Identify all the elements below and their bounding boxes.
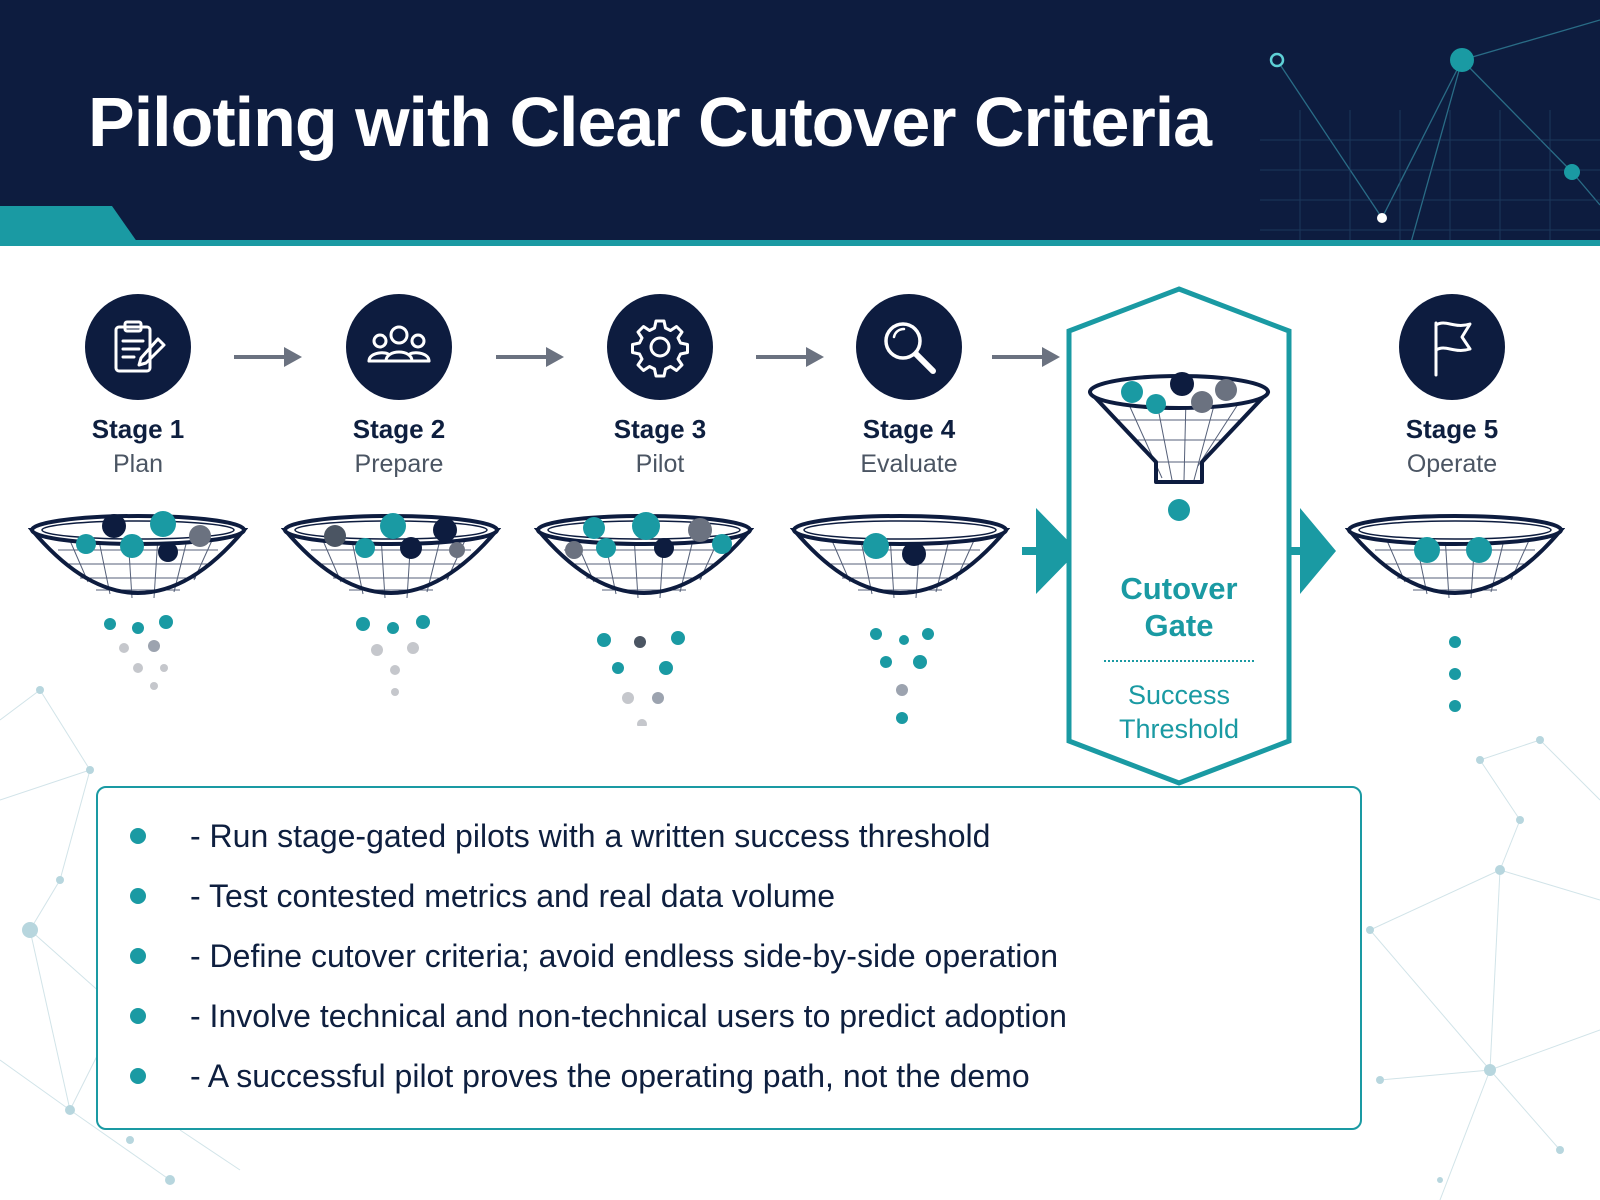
arrow-right-icon [756, 347, 824, 367]
page-title: Piloting with Clear Cutover Criteria [88, 83, 1212, 161]
bullet-text: - A successful pilot proves the operatin… [190, 1058, 1030, 1094]
stage-2-name: Prepare [354, 450, 444, 478]
arrow-right-icon [234, 347, 302, 367]
stage-5-sieve-basket [1345, 514, 1565, 712]
header-network-decoration [1260, 19, 1600, 246]
stage-2-sieve-basket [281, 513, 501, 696]
stage-1: Stage 1 Plan [18, 294, 258, 479]
list-item: - Test contested metrics and real data v… [98, 876, 1360, 936]
gate-subtitle: Success Threshold [1066, 678, 1292, 746]
bullet-dot-icon [130, 1008, 146, 1024]
key-points-box: - Run stage-gated pilots with a written … [96, 786, 1362, 1130]
stage-4-number: Stage 4 [862, 414, 956, 444]
stage-5: Stage 5 Operate [1332, 294, 1572, 479]
arrow-right-icon [992, 347, 1060, 367]
gear-icon [631, 319, 689, 378]
list-item: - Run stage-gated pilots with a written … [98, 816, 1360, 876]
gate-exit-arrow-icon [1286, 508, 1336, 594]
stage-3-icon-circle [607, 294, 713, 400]
bullet-dot-icon [130, 1068, 146, 1084]
bullet-text: - Test contested metrics and real data v… [190, 878, 836, 914]
stage-5-number: Stage 5 [1405, 414, 1499, 444]
header-banner: Piloting with Clear Cutover Criteria [0, 0, 1600, 246]
bullet-dot-icon [130, 888, 146, 904]
list-item: - Involve technical and non-technical us… [98, 996, 1360, 1056]
stage-2-icon-circle [346, 294, 452, 400]
gate-divider [1104, 660, 1254, 662]
stage-3: Stage 3 Pilot [540, 294, 780, 479]
stage-3-number: Stage 3 [613, 414, 707, 444]
gate-title-line-1: Cutover [1120, 571, 1238, 606]
stage-5-name: Operate [1406, 450, 1498, 478]
bullet-dot-icon [130, 948, 146, 964]
stage-1-name: Plan [112, 450, 164, 478]
stage-3-name: Pilot [635, 450, 685, 478]
key-points-list: - Run stage-gated pilots with a written … [98, 816, 1360, 1116]
stage-1-icon-circle [85, 294, 191, 400]
list-item: - Define cutover criteria; avoid endless… [98, 936, 1360, 996]
magnifier-icon [884, 322, 936, 374]
list-item: - A successful pilot proves the operatin… [98, 1056, 1360, 1116]
bullet-text: - Run stage-gated pilots with a written … [190, 818, 991, 854]
stage-2-number: Stage 2 [352, 414, 446, 444]
people-group-icon [367, 325, 431, 363]
stage-5-icon-circle [1399, 294, 1505, 400]
gate-title: Cutover Gate [1066, 570, 1292, 644]
bullet-dot-icon [130, 828, 146, 844]
header-accent-shape [0, 206, 140, 246]
stage-4-icon-circle [856, 294, 962, 400]
gate-subtitle-line-2: Threshold [1118, 714, 1240, 744]
stage-2: Stage 2 Prepare [279, 294, 519, 479]
stage-3-sieve-basket [534, 512, 754, 726]
stage-4: Stage 4 Evaluate [789, 294, 1029, 479]
flag-icon [1434, 321, 1472, 377]
bullet-text: - Involve technical and non-technical us… [190, 998, 1067, 1034]
gate-title-line-2: Gate [1144, 608, 1214, 643]
header-bottom-bar [0, 240, 1600, 246]
gate-entry-arrow-icon [1022, 508, 1078, 594]
stage-1-sieve-basket [28, 511, 248, 690]
gate-subtitle-line-1: Success [1127, 680, 1231, 710]
bullet-text: - Define cutover criteria; avoid endless… [190, 938, 1058, 974]
clipboard-pencil-icon [114, 320, 166, 373]
stage-4-name: Evaluate [860, 450, 958, 478]
funnel-icon [1088, 372, 1270, 521]
stage-1-number: Stage 1 [91, 414, 185, 444]
stage-4-sieve-basket [790, 514, 1010, 724]
arrow-right-icon [496, 347, 564, 367]
cutover-gate: Cutover Gate Success Threshold [1066, 286, 1292, 786]
